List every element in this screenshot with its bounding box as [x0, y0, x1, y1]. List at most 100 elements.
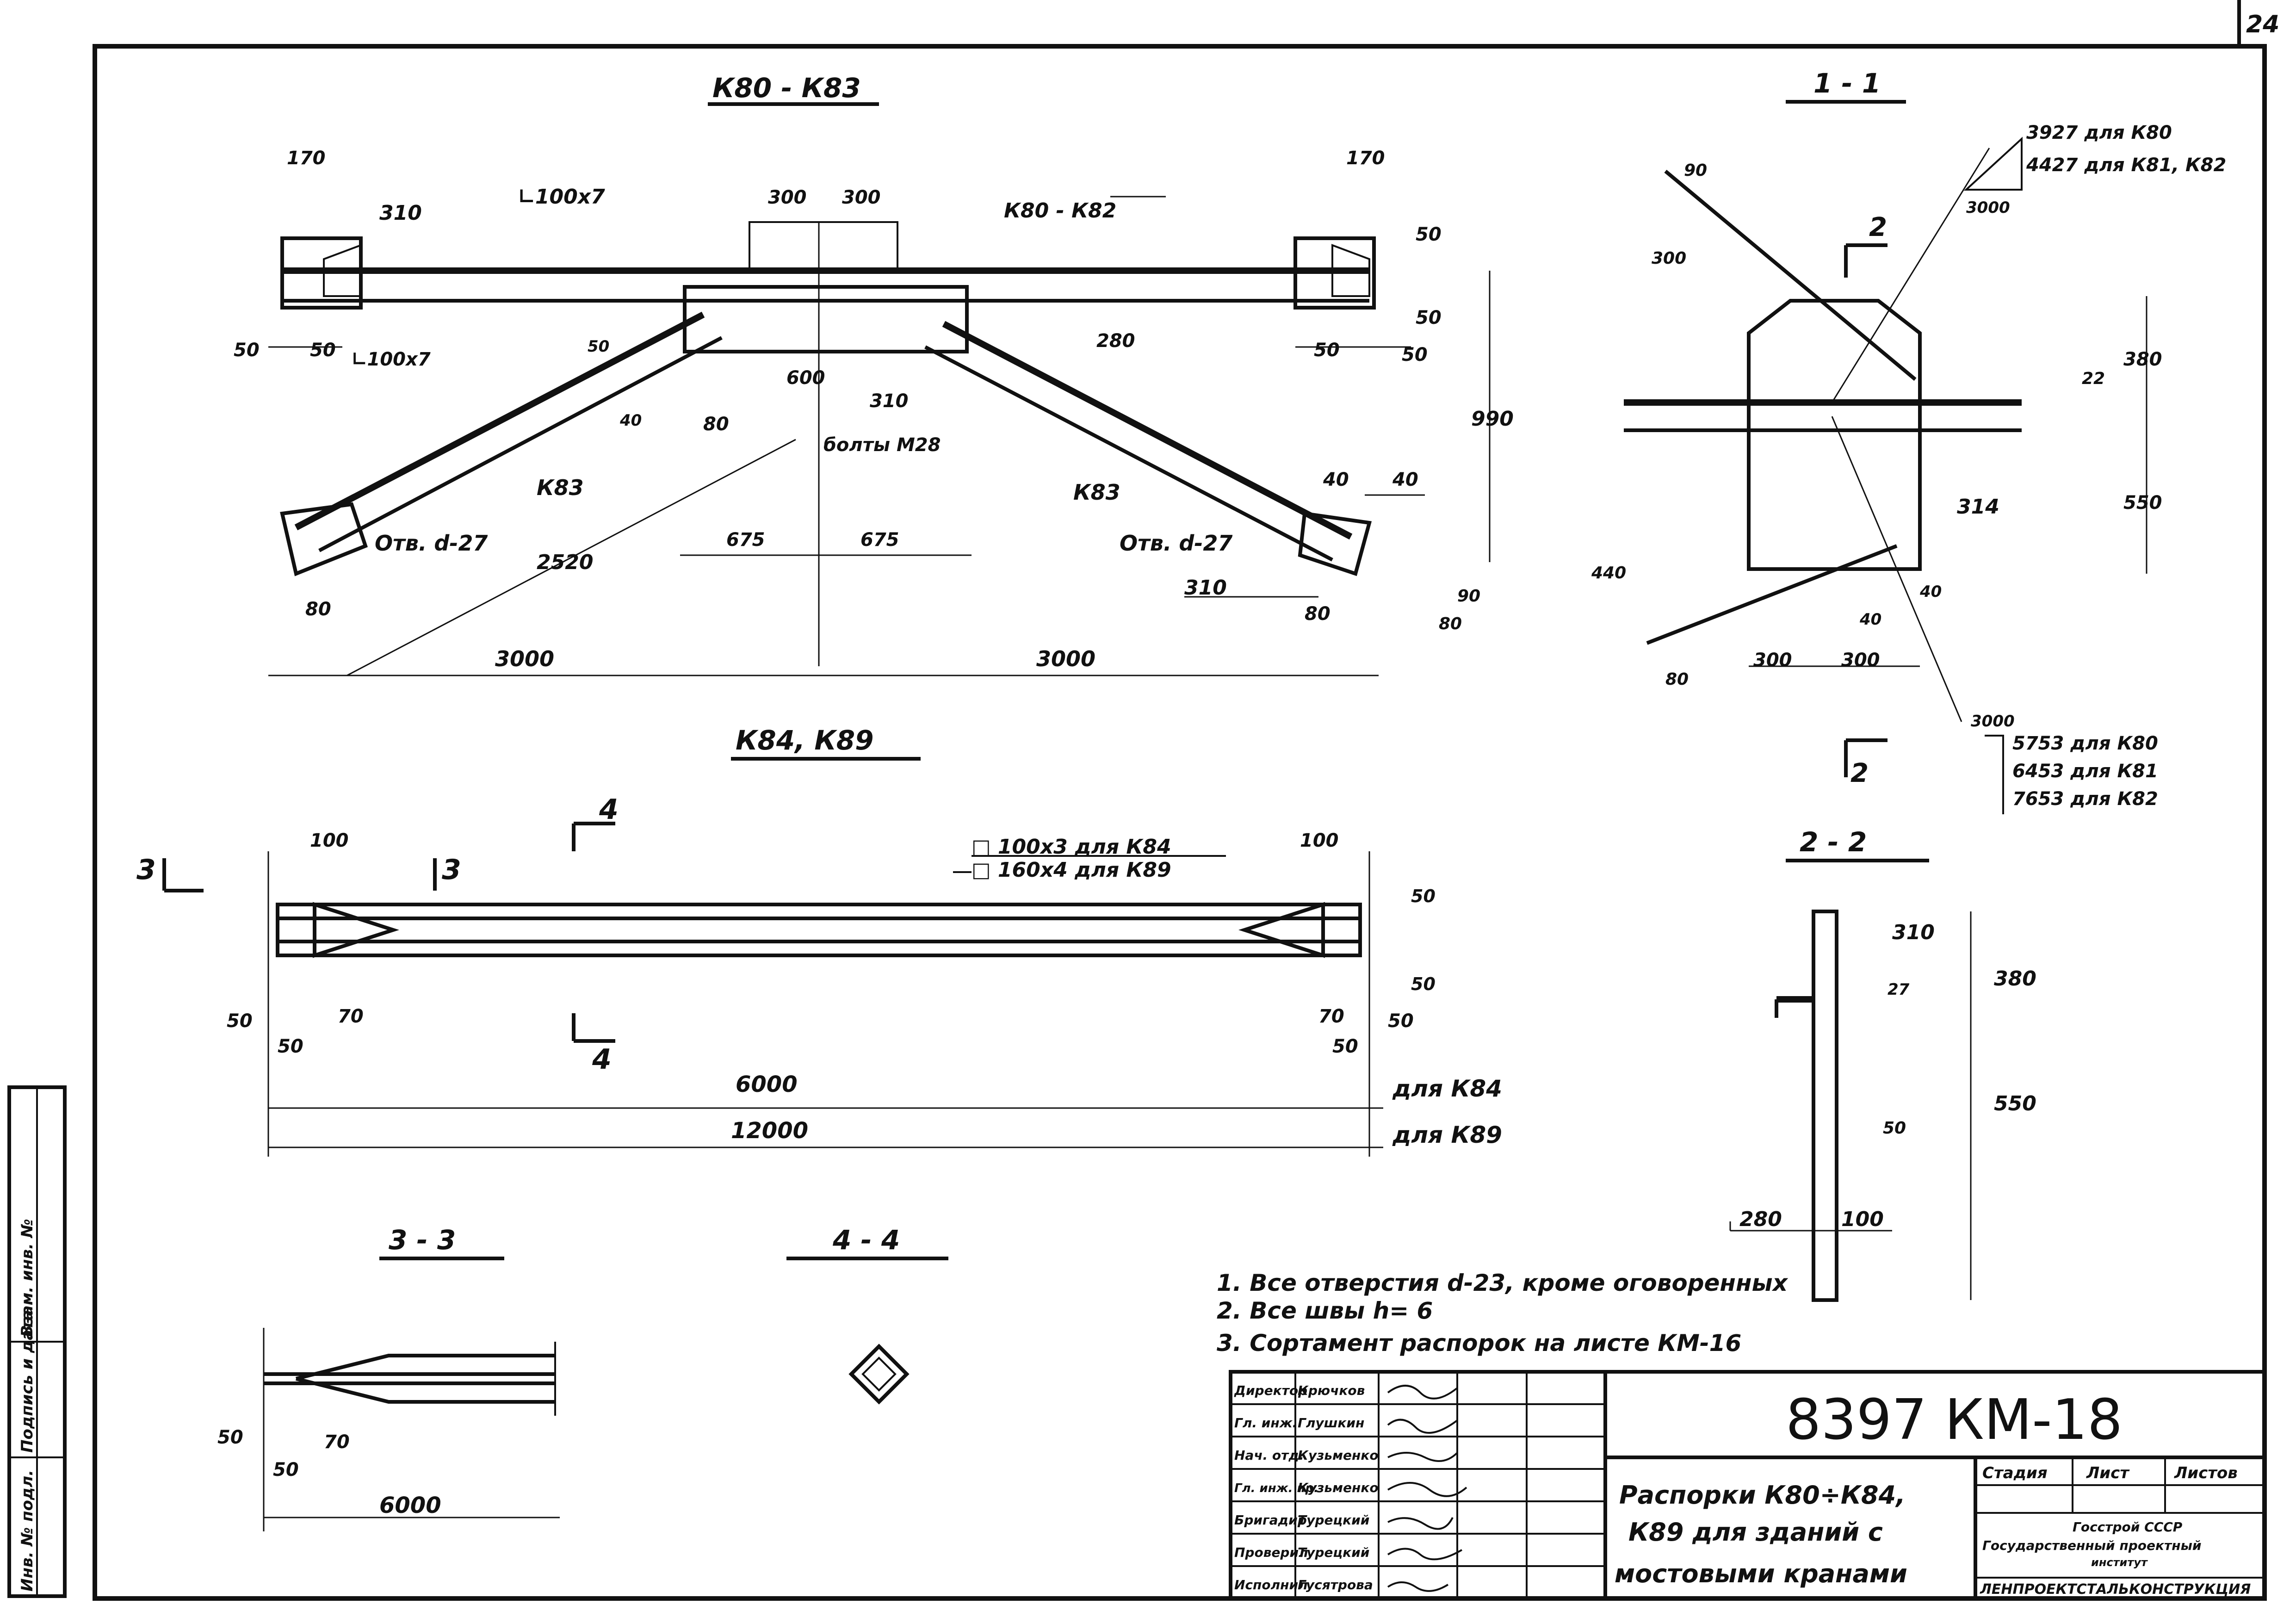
side-inv-no: Инв. № подл.	[18, 1470, 37, 1592]
cut-label-2-bottom: 2	[1850, 758, 1869, 788]
view-title-k80-k83: К80 - К83	[712, 72, 861, 104]
role-5: Бригадир	[1234, 1512, 1307, 1528]
dim-1-1-22: 22	[2082, 369, 2105, 388]
label-for-k84: для К84	[1392, 1075, 1502, 1102]
document-code: 8397 КМ-18	[1786, 1388, 2123, 1452]
view-k84-k89: К84, К89 3 3 4 4 □ 100х3 для К84 □ 160х4…	[136, 725, 1502, 1157]
org-name: ЛЕНПРОЕКТСТАЛЬКОНСТРУКЦИЯ	[1980, 1581, 2251, 1598]
legend-bottom-line-1: 5753 для К80	[2012, 733, 2158, 754]
dim-1-1-300-a: 300	[1753, 650, 1792, 671]
dim-84-50-b: 50	[1411, 974, 1436, 994]
sec22-280: 280	[1739, 1208, 1782, 1231]
view-k80-k83: К80 - К83 ∟100х7 ∟100х7 310	[234, 72, 1514, 676]
col-stage: Стадия	[1982, 1464, 2048, 1482]
dim-50-rr: 50	[1402, 344, 1428, 365]
sec33-50-a: 50	[217, 1427, 243, 1448]
org-line-2: Государственный проектный	[1982, 1538, 2202, 1553]
dim-80-r2: 80	[1439, 614, 1462, 633]
drawing-title-3: мостовыми кранами	[1615, 1559, 1907, 1588]
col-sheets: Листов	[2174, 1464, 2238, 1482]
dim-84-50-c: 50	[227, 1010, 253, 1032]
side-stamp: Инв. № подл. Подпись и дата Взам. инв. №	[7, 1085, 67, 1598]
dim-50-s: 50	[588, 337, 609, 356]
org-line-3: институт	[2091, 1556, 2148, 1569]
legend-bottom-line-2: 6453 для К81	[2012, 761, 2158, 782]
dim-1-1-380: 380	[2123, 349, 2162, 370]
dim-1-1-300-b: 300	[1841, 650, 1880, 671]
dim-84-50-d: 50	[1388, 1010, 1414, 1032]
section-title-3-3: 3 - 3	[389, 1224, 456, 1256]
dim-600: 600	[786, 367, 825, 389]
dim-1-1-90: 90	[1684, 161, 1707, 180]
sec22-380: 380	[1994, 967, 2036, 991]
dim-84-100-l: 100	[310, 830, 349, 851]
dim-1-1-300: 300	[1652, 249, 1686, 268]
legend-top-line-1: 3927 для К80	[2026, 122, 2172, 143]
role-5-name: Турецкий	[1298, 1512, 1369, 1528]
dim-84-50-f: 50	[1332, 1036, 1358, 1057]
dim-1-1-80: 80	[1665, 670, 1689, 689]
notes: 1. Все отверстия d-23, кроме оговоренных…	[1217, 1270, 1789, 1357]
dim-1-1-440: 440	[1591, 564, 1626, 582]
col-sheet: Лист	[2086, 1464, 2130, 1482]
sec22-27: 27	[1888, 980, 1910, 999]
dim-40-a: 40	[1323, 469, 1349, 490]
dim-50-l2: 50	[310, 340, 336, 361]
legend-top-line-2: 4427 для К81, К82	[2026, 155, 2226, 176]
role-1: Директор	[1234, 1383, 1307, 1398]
dim-300-a: 300	[768, 187, 807, 208]
sheet-frame	[93, 44, 2267, 1601]
legend-top-dim: 3000	[1966, 198, 2010, 217]
dim-84-70-l: 70	[338, 1006, 364, 1027]
note-1: 1. Все отверстия d-23, кроме оговоренных	[1217, 1270, 1789, 1296]
dim-80-l: 80	[305, 599, 331, 620]
role-7: Исполнил	[1234, 1577, 1308, 1592]
dim-6000: 6000	[736, 1072, 798, 1097]
dim-170-right: 170	[1346, 148, 1385, 169]
dim-675-b: 675	[860, 529, 899, 551]
section-3-3: 3 - 3 50 70 50 6000	[217, 1224, 560, 1531]
cut-3-right: 3	[442, 854, 461, 886]
dim-50-r2: 50	[1416, 307, 1442, 328]
dim-170-left: 170	[287, 148, 326, 169]
profile-100x3: □ 100х3 для К84	[972, 835, 1171, 859]
label-s10-left: 310	[379, 201, 422, 225]
dim-50-r3: 50	[1314, 340, 1340, 361]
legend-bottom-dim: 3000	[1971, 712, 2015, 731]
sec22-50: 50	[1883, 1119, 1906, 1138]
label-k83-right: К83	[1073, 480, 1120, 505]
side-replaced-inv: Взам. инв. №	[18, 1219, 37, 1337]
dim-675-a: 675	[726, 529, 765, 551]
dim-3000-a: 3000	[495, 646, 554, 671]
dim-84-50-e: 50	[278, 1036, 303, 1057]
sec22-100: 100	[1841, 1208, 1884, 1231]
dim-40-b: 40	[1392, 469, 1418, 490]
dim-2520: 2520	[537, 551, 593, 574]
drawing-title-2: К89 для зданий с	[1628, 1518, 1883, 1547]
dim-280: 280	[1096, 330, 1135, 352]
label-s10-lower: 310	[1184, 576, 1227, 600]
label-hole-right: Отв. d-27	[1120, 531, 1232, 556]
role-1-name: Крючков	[1298, 1383, 1365, 1398]
side-signature-date: Подпись и дата	[18, 1310, 37, 1453]
dim-1-1-40-a: 40	[1859, 610, 1881, 629]
dim-80-m: 80	[703, 414, 729, 435]
sec33-70: 70	[324, 1431, 350, 1453]
role-3: Нач. отд.	[1234, 1448, 1304, 1463]
dim-12000: 12000	[731, 1118, 808, 1144]
dim-84-70-r: 70	[1318, 1006, 1344, 1027]
label-angle-100x7: ∟100х7	[518, 185, 605, 209]
role-2: Гл. инж.	[1234, 1415, 1297, 1431]
cut-3-left: 3	[136, 854, 156, 886]
section-1-1: 1 - 1 2 2 3927 для К80 4427 для К81, К82…	[1591, 68, 2226, 814]
square-tube-section	[848, 1344, 910, 1405]
dim-1-1-550: 550	[2123, 492, 2162, 514]
dim-990: 990	[1471, 407, 1514, 431]
profile-160x4: □ 160х4 для К89	[972, 858, 1171, 882]
section-4-4: 4 - 4	[786, 1224, 948, 1405]
dim-50-l1: 50	[234, 340, 260, 361]
org-line-1: Госстрой СССР	[2073, 1519, 2183, 1535]
section-2-2: 2 - 2 310 27 380 550 50 280 100	[1729, 826, 2036, 1302]
label-s10-right: 310	[870, 390, 909, 412]
